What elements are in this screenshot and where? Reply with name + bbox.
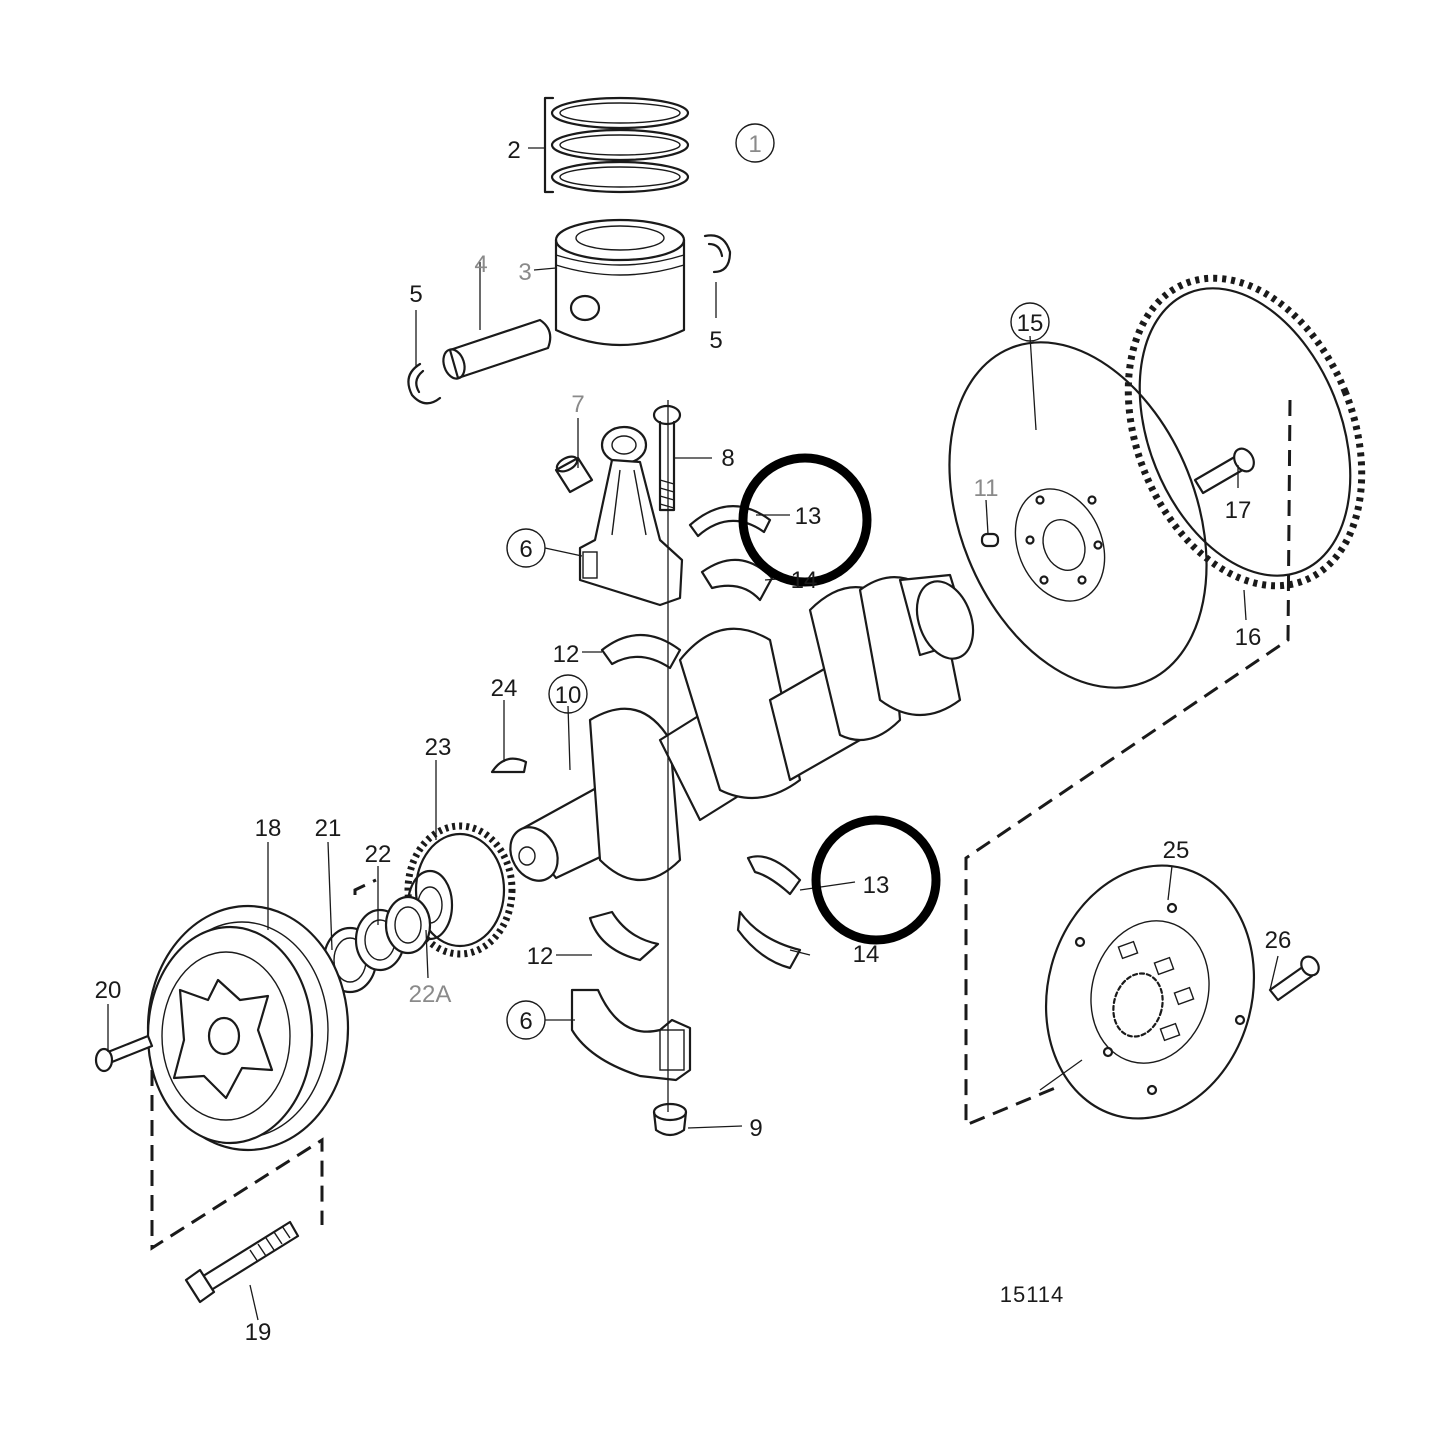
label-9: 9	[749, 1115, 762, 1142]
label-14-upper: 14	[791, 567, 818, 594]
label-22a: 22A	[409, 981, 452, 1008]
label-3: 3	[518, 259, 531, 286]
label-12-upper: 12	[553, 641, 580, 668]
piston-rings	[543, 96, 690, 194]
label-25: 25	[1163, 837, 1190, 864]
circlip-left	[407, 362, 442, 405]
label-26: 26	[1265, 927, 1292, 954]
label-13-upper: 13	[795, 503, 822, 530]
label-12-lower: 12	[527, 943, 554, 970]
ring-gear	[1124, 274, 1366, 590]
dowel-pin	[980, 532, 1000, 548]
label-20: 20	[95, 977, 122, 1004]
bushing	[554, 455, 594, 494]
label-circles	[506, 123, 1050, 1040]
circlip-right	[703, 234, 732, 274]
key	[490, 757, 528, 774]
label-11: 11	[974, 475, 999, 502]
label-2: 2	[507, 137, 520, 164]
label-5-right: 5	[709, 327, 722, 354]
pulley-screw	[94, 1034, 154, 1073]
highlight-circle-13-upper	[738, 453, 872, 587]
piston	[554, 218, 686, 347]
label-21: 21	[315, 815, 342, 842]
label-16: 16	[1235, 624, 1262, 651]
alignment-lines	[150, 399, 1292, 1251]
crankshaft-gear	[404, 822, 516, 958]
drive-plate	[1044, 864, 1256, 1120]
label-4: 4	[474, 251, 487, 278]
label-18: 18	[255, 815, 282, 842]
label-10: 10	[555, 682, 582, 709]
label-13-lower: 13	[863, 872, 890, 899]
piston-pin	[442, 318, 552, 380]
label-6-bottom: 6	[519, 1008, 532, 1035]
label-1: 1	[748, 131, 761, 158]
label-22: 22	[365, 841, 392, 868]
bearing-shells	[588, 505, 802, 970]
crankshaft-pulley	[146, 904, 350, 1152]
center-bolt	[184, 1220, 300, 1304]
label-8: 8	[721, 445, 734, 472]
label-24: 24	[491, 675, 518, 702]
label-19: 19	[245, 1319, 272, 1346]
flywheel-bolt	[1193, 447, 1255, 495]
drawing-reference-number: 15114	[1000, 1282, 1065, 1307]
rod-bolt	[652, 404, 682, 512]
label-15: 15	[1017, 310, 1044, 337]
label-5-left: 5	[409, 281, 422, 308]
part-labels: 1 2 3 4 5 5 6 6 7 8 9 10 11 12 12 13 13 …	[95, 131, 1292, 1346]
label-23: 23	[425, 734, 452, 761]
label-14-lower: 14	[853, 941, 880, 968]
leader-lines	[107, 147, 1279, 1321]
rod-nut	[652, 1102, 688, 1137]
flywheel	[948, 341, 1208, 689]
highlight-circle-13-lower	[811, 815, 941, 945]
drive-plate-screw	[1268, 955, 1320, 1002]
label-7: 7	[571, 391, 584, 418]
label-17: 17	[1225, 497, 1252, 524]
crankshaft	[509, 573, 975, 882]
label-6-top: 6	[519, 536, 532, 563]
seal-spacers	[322, 895, 432, 994]
connecting-rod-cap	[570, 988, 692, 1082]
connecting-rod	[578, 425, 684, 607]
